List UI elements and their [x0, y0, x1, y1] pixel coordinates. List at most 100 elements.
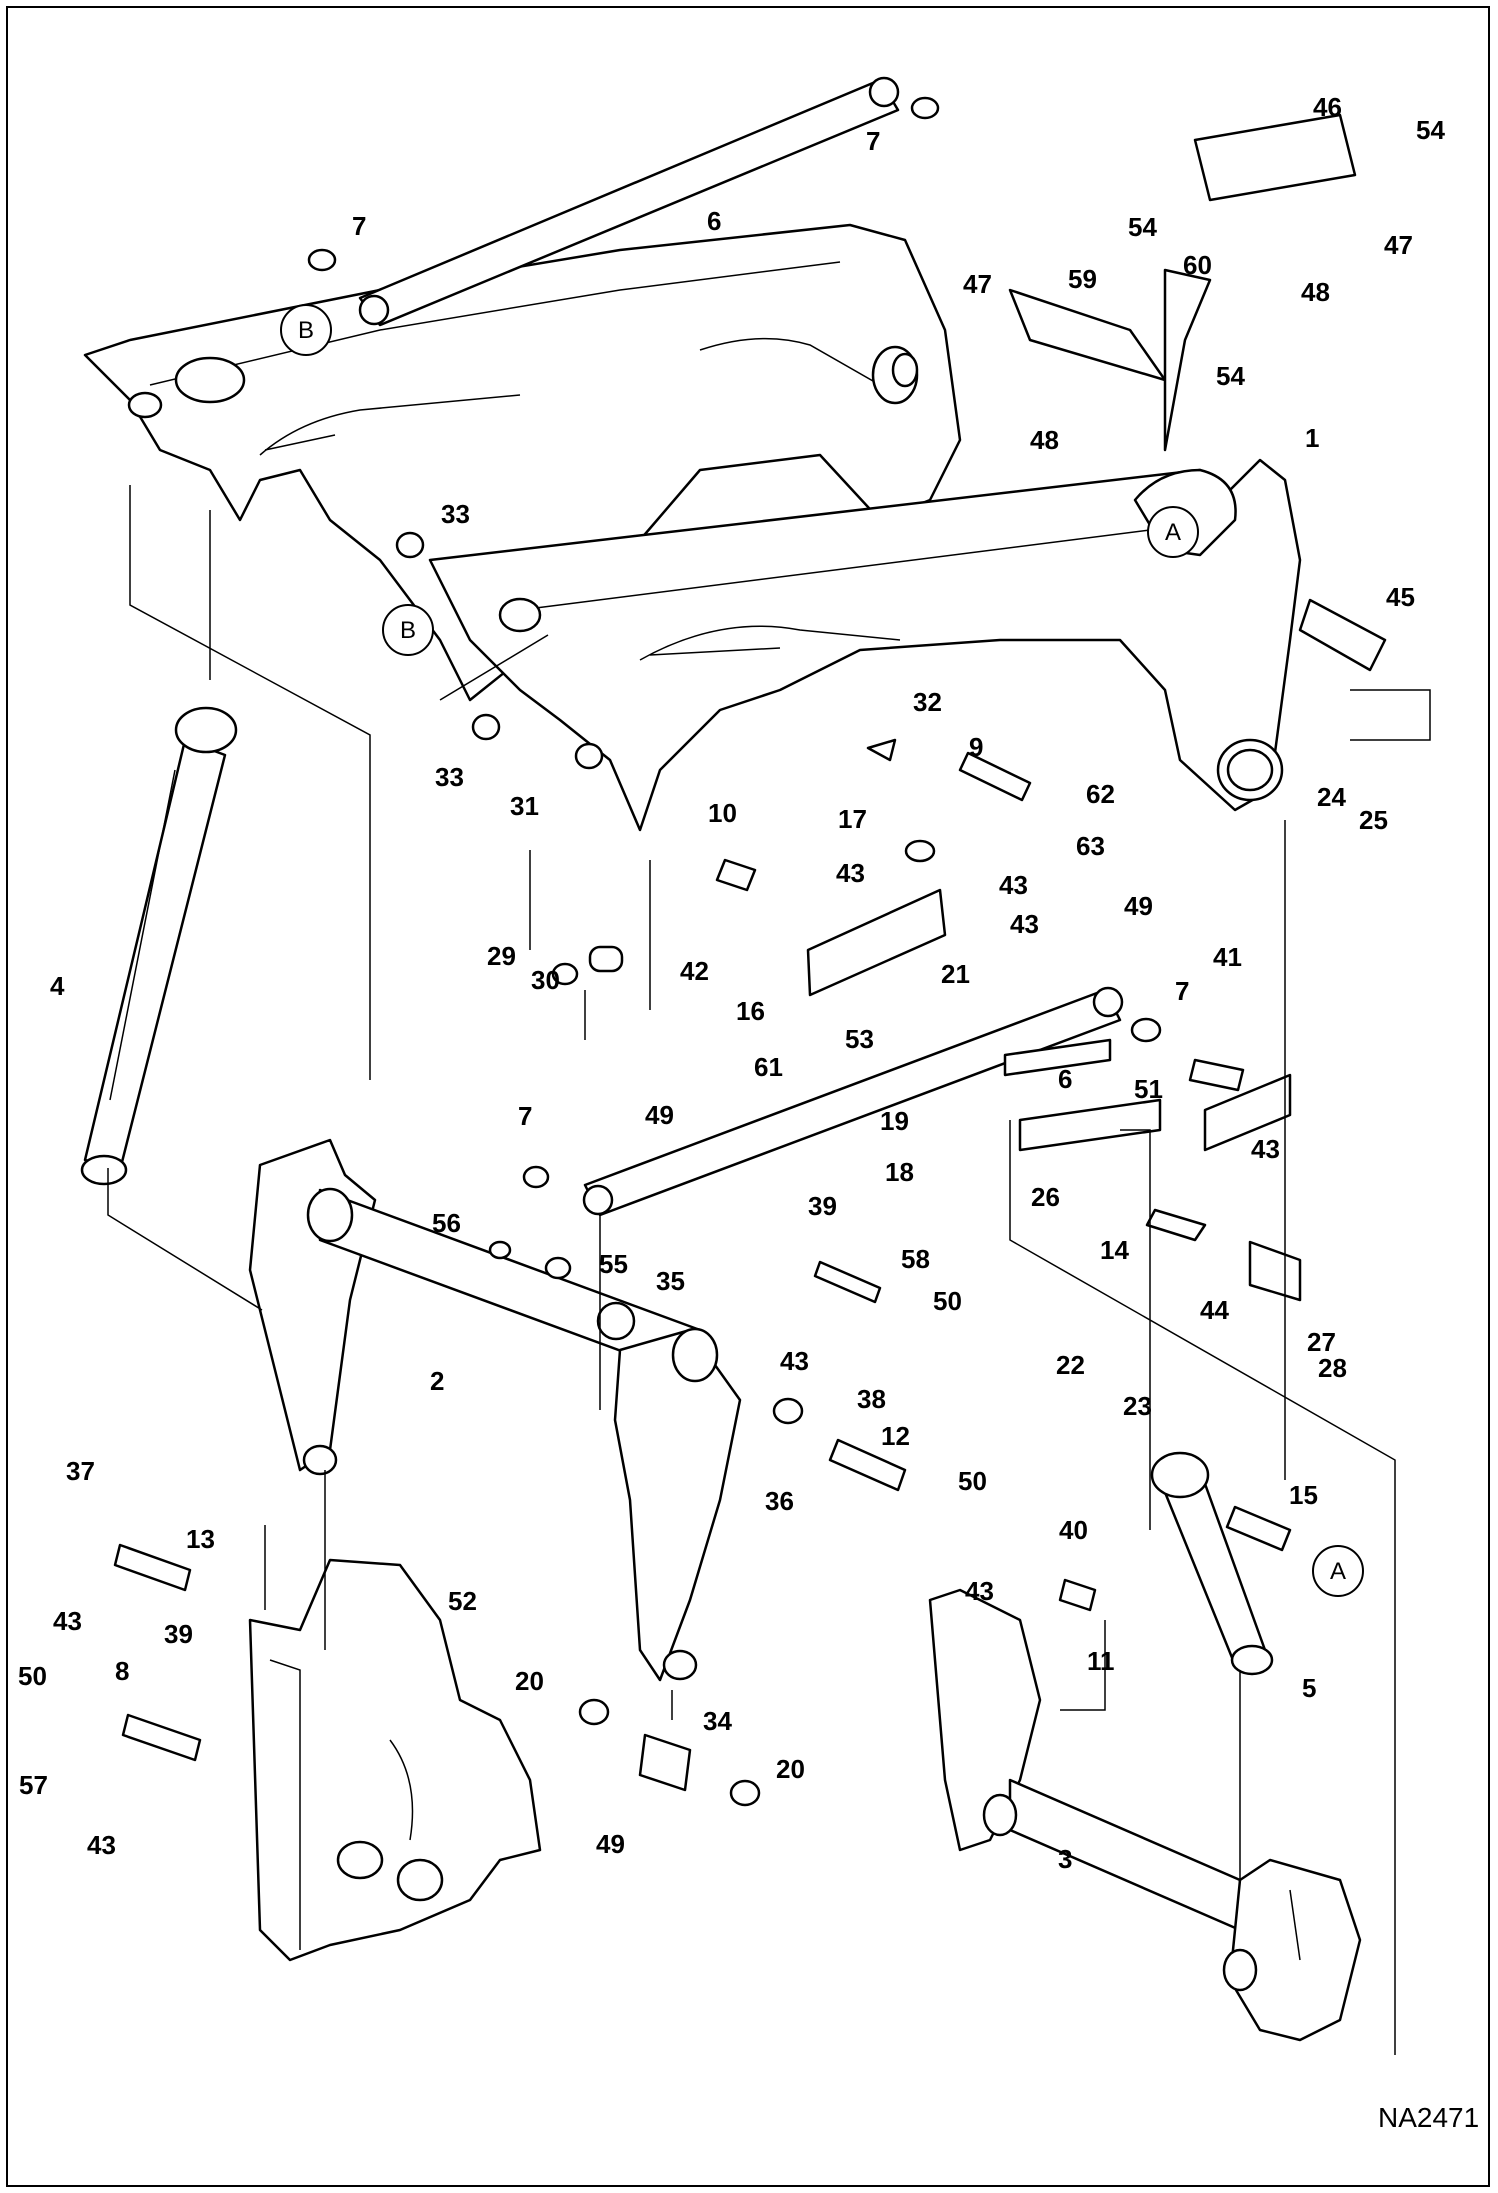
- attachment-mount-frame: [928, 1588, 1362, 2042]
- callout-54: 54: [1128, 212, 1157, 242]
- callout-5: 5: [1302, 1673, 1316, 1703]
- callout-57: 57: [19, 1770, 48, 1800]
- lower-link-bar: [582, 986, 1124, 1217]
- bushings-and-pins: [113, 96, 1387, 1807]
- callout-23: 23: [1123, 1391, 1152, 1421]
- callout-33: 33: [441, 499, 470, 529]
- callout-46: 46: [1313, 92, 1342, 122]
- callout-49: 49: [645, 1100, 674, 1130]
- callout-labels: 1234566777789101112131415161718192020212…: [18, 92, 1445, 1874]
- callout-6: 6: [707, 206, 721, 236]
- callout-15: 15: [1289, 1480, 1318, 1510]
- upper-link-bar: [358, 76, 900, 327]
- reference-marker-B: B: [382, 604, 434, 656]
- callout-52: 52: [448, 1586, 477, 1616]
- callout-24: 24: [1317, 782, 1346, 812]
- callout-42: 42: [680, 956, 709, 986]
- callout-16: 16: [736, 996, 765, 1026]
- callout-48: 48: [1301, 277, 1330, 307]
- callout-7: 7: [866, 126, 880, 156]
- callout-18: 18: [885, 1157, 914, 1187]
- reference-label: A: [1165, 519, 1181, 546]
- callout-33: 33: [435, 762, 464, 792]
- callout-11: 11: [1087, 1646, 1115, 1676]
- callout-19: 19: [880, 1106, 909, 1136]
- callout-7: 7: [1175, 976, 1189, 1006]
- callout-20: 20: [515, 1666, 544, 1696]
- callout-34: 34: [703, 1706, 732, 1736]
- callout-45: 45: [1386, 582, 1415, 612]
- callout-41: 41: [1213, 942, 1242, 972]
- callout-36: 36: [765, 1486, 794, 1516]
- callout-53: 53: [845, 1024, 874, 1054]
- callout-62: 62: [1086, 779, 1115, 809]
- callout-55: 55: [599, 1249, 628, 1279]
- callout-21: 21: [941, 959, 970, 989]
- callout-50: 50: [18, 1661, 47, 1691]
- callout-43: 43: [965, 1576, 994, 1606]
- callout-17: 17: [838, 804, 867, 834]
- side-mount-plate: [248, 1558, 542, 1962]
- callout-2: 2: [430, 1366, 444, 1396]
- callout-54: 54: [1416, 115, 1445, 145]
- callout-9: 9: [969, 732, 983, 762]
- callout-44: 44: [1200, 1295, 1229, 1325]
- callout-30: 30: [531, 965, 560, 995]
- callout-38: 38: [857, 1384, 886, 1414]
- callout-47: 47: [1384, 230, 1413, 260]
- callout-56: 56: [432, 1208, 461, 1238]
- callout-54: 54: [1216, 361, 1245, 391]
- callout-40: 40: [1059, 1515, 1088, 1545]
- callout-50: 50: [933, 1286, 962, 1316]
- callout-1: 1: [1305, 423, 1319, 453]
- callout-48: 48: [1030, 425, 1059, 455]
- reference-marker-A: A: [1147, 506, 1199, 558]
- callout-31: 31: [510, 791, 539, 821]
- callout-49: 49: [596, 1829, 625, 1859]
- callout-13: 13: [186, 1524, 215, 1554]
- callout-10: 10: [708, 798, 737, 828]
- callout-43: 43: [1251, 1134, 1280, 1164]
- callout-14: 14: [1100, 1235, 1129, 1265]
- callout-49: 49: [1124, 891, 1153, 921]
- reference-label: A: [1330, 1558, 1346, 1585]
- reference-circle: [1147, 506, 1199, 558]
- callout-47: 47: [963, 269, 992, 299]
- reference-markers: A A B B: [280, 304, 1364, 1597]
- callout-61: 61: [754, 1052, 783, 1082]
- callout-25: 25: [1359, 805, 1388, 835]
- reference-circle: [280, 304, 332, 356]
- callout-43: 43: [999, 870, 1028, 900]
- callout-60: 60: [1183, 250, 1212, 280]
- callout-22: 22: [1056, 1350, 1085, 1380]
- callout-39: 39: [808, 1191, 837, 1221]
- callout-27: 27: [1307, 1327, 1336, 1357]
- callout-20: 20: [776, 1754, 805, 1784]
- lift-cylinder: [80, 706, 238, 1186]
- callout-3: 3: [1058, 1844, 1072, 1874]
- callout-32: 32: [913, 687, 942, 717]
- callout-35: 35: [656, 1266, 685, 1296]
- reference-marker-B: B: [280, 304, 332, 356]
- reference-circle: [1312, 1545, 1364, 1597]
- callout-39: 39: [164, 1619, 193, 1649]
- tilt-cylinder: [1150, 1451, 1274, 1676]
- sheet-border: [6, 6, 1490, 2187]
- callout-43: 43: [87, 1830, 116, 1860]
- callout-12: 12: [881, 1421, 910, 1451]
- reference-label: B: [400, 617, 416, 644]
- callout-43: 43: [53, 1606, 82, 1636]
- callout-7: 7: [352, 211, 366, 241]
- reference-circle: [382, 604, 434, 656]
- leader-lines: [107, 485, 1431, 2055]
- callout-43: 43: [1010, 909, 1039, 939]
- callout-28: 28: [1318, 1353, 1347, 1383]
- callout-26: 26: [1031, 1182, 1060, 1212]
- callout-51: 51: [1134, 1074, 1163, 1104]
- reference-marker-A: A: [1312, 1545, 1364, 1597]
- drawing-number: NA2471: [1378, 2102, 1479, 2133]
- callout-43: 43: [836, 858, 865, 888]
- callout-58: 58: [901, 1244, 930, 1274]
